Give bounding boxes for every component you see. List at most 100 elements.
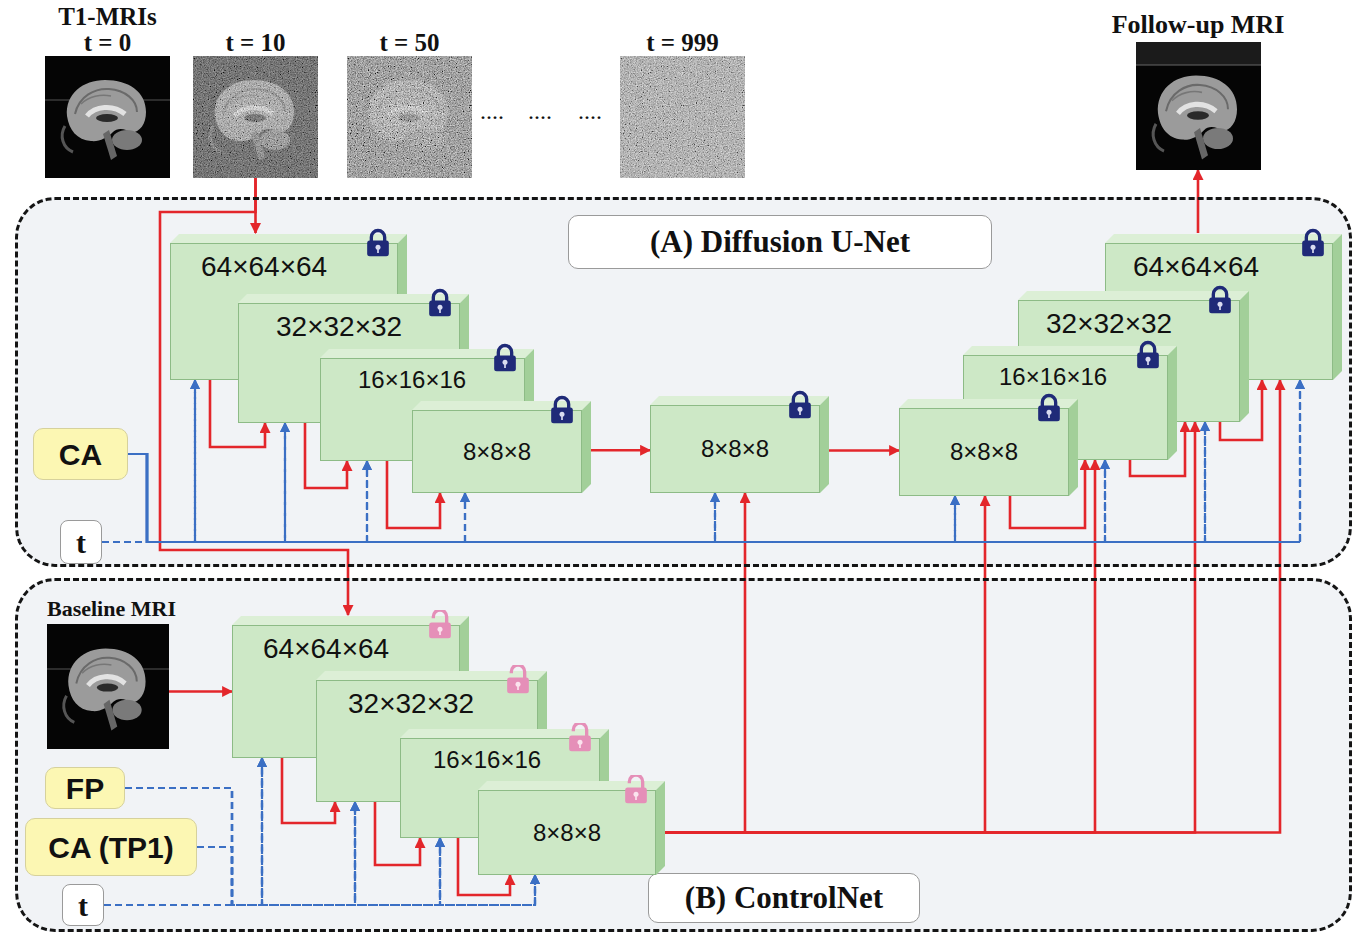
block-size: 8×8×8 — [701, 435, 769, 463]
unet-block: 8×8×8 — [899, 408, 1069, 496]
connector-line — [591, 449, 650, 452]
mri-image: t = 50 — [347, 30, 472, 178]
condition-input: t — [60, 520, 102, 564]
connector — [197, 802, 355, 905]
connector-line — [102, 423, 285, 542]
controlnet-panel: (B) ControlNetBaseline MRI64×64×6432×32×… — [15, 578, 1352, 932]
label-box: .... — [528, 98, 552, 125]
diffusion-unet-panel: (A) Diffusion U-Net64×64×6432×32×3216×16… — [15, 197, 1352, 567]
mri-image: t = 10 — [193, 30, 318, 178]
condition-input: FP — [45, 767, 125, 809]
connector — [591, 450, 650, 451]
lock-icon — [789, 393, 811, 419]
image-caption: t = 50 — [379, 30, 439, 56]
connector-line — [656, 380, 1280, 833]
lock-icon — [363, 228, 393, 258]
mri-scan — [620, 56, 745, 178]
lock-icon — [551, 398, 573, 424]
block-size: 16×16×16 — [358, 366, 466, 394]
connector-line — [104, 875, 535, 905]
ellipsis: .... — [578, 98, 602, 125]
mri-scan — [193, 56, 318, 178]
connector — [104, 875, 535, 905]
connector — [128, 454, 367, 542]
ellipsis: .... — [480, 98, 504, 125]
label-box: .... — [480, 98, 504, 125]
panel-title: (B) ControlNet — [685, 880, 883, 916]
connector — [656, 380, 1280, 833]
lock-icon — [621, 775, 651, 805]
lock-icon — [1034, 393, 1064, 423]
connector-line — [102, 496, 955, 542]
connector — [128, 423, 285, 542]
panel-title-box: (A) Diffusion U-Net — [568, 215, 992, 269]
connector — [656, 496, 985, 833]
connector — [102, 461, 367, 542]
connector — [829, 450, 899, 451]
lock-icon — [1298, 228, 1328, 258]
input-label: CA — [59, 438, 102, 471]
connector-line — [1197, 170, 1200, 233]
block-size: 8×8×8 — [463, 438, 531, 466]
mri-frame — [47, 624, 169, 749]
unet-block: 8×8×8 — [412, 410, 582, 493]
connector — [1198, 170, 1199, 233]
lock-icon — [425, 288, 455, 318]
panel-title: (A) Diffusion U-Net — [650, 224, 910, 260]
condition-input: CA — [33, 428, 128, 480]
lock-icon — [490, 343, 520, 373]
mri-image: Baseline MRI — [47, 594, 227, 749]
lock-icon — [565, 723, 595, 753]
connector — [102, 423, 285, 542]
lock-icon — [1205, 285, 1235, 315]
mri-frame — [45, 56, 170, 178]
connector-line — [128, 454, 285, 542]
lock-icon — [425, 610, 455, 640]
block-size: 32×32×32 — [348, 688, 474, 720]
panel-title-box: (B) ControlNet — [648, 873, 920, 923]
mri-scan — [1136, 42, 1261, 170]
condition-input: t — [62, 884, 104, 926]
connector — [656, 460, 1095, 833]
mri-frame — [620, 56, 745, 178]
mri-scan — [45, 56, 170, 178]
controlnet-block: 8×8×8 — [478, 790, 656, 875]
mri-scan — [45, 56, 170, 178]
connector — [128, 380, 195, 542]
mri-image: Follow-up MRI — [1095, 8, 1301, 170]
series-title: T1-MRIs — [58, 3, 157, 31]
lock-icon — [569, 723, 591, 751]
connector-line — [197, 802, 355, 905]
condition-input: CA (TP1) — [25, 818, 197, 876]
image-caption: t = 0 — [84, 30, 132, 56]
mri-frame — [1136, 42, 1261, 170]
block-size: 32×32×32 — [1046, 308, 1172, 340]
lock-icon — [625, 775, 647, 803]
lock-icon — [367, 231, 389, 257]
block-size: 8×8×8 — [950, 438, 1018, 466]
label-box: .... — [578, 98, 602, 125]
connector-line — [656, 460, 1095, 833]
image-caption: t = 10 — [225, 30, 285, 56]
input-label: FP — [66, 772, 104, 805]
mri-frame — [193, 56, 318, 178]
lock-icon — [547, 395, 577, 425]
input-label: CA (TP1) — [48, 831, 174, 864]
connector-line — [829, 449, 899, 452]
block-size: 16×16×16 — [999, 363, 1107, 391]
label-box: T1-MRIs — [45, 3, 170, 31]
connector-line — [197, 838, 440, 905]
mri-scan — [620, 56, 745, 178]
connector — [102, 493, 465, 542]
connector — [197, 838, 440, 905]
input-label: t — [78, 889, 88, 922]
connector-line — [102, 461, 367, 542]
block-size: 32×32×32 — [276, 311, 402, 343]
mri-image: t = 0 — [45, 30, 170, 178]
mri-scan — [47, 624, 169, 749]
block-size: 16×16×16 — [433, 746, 541, 774]
lock-icon — [1038, 396, 1060, 422]
mri-image: t = 999 — [620, 30, 745, 178]
lock-icon — [1302, 231, 1324, 257]
